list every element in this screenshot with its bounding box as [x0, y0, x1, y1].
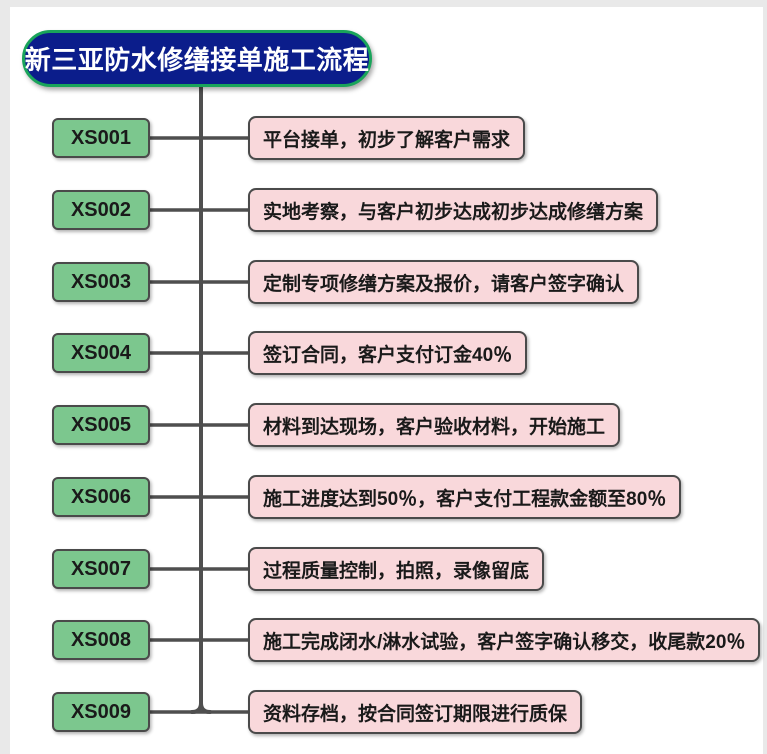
- root-node-title[interactable]: 新三亚防水修缮接单施工流程: [22, 30, 372, 87]
- step-code-label: XS009: [70, 700, 132, 723]
- step-code-node[interactable]: XS006: [52, 477, 150, 517]
- step-desc-label: 材料到达现场，客户验收材料，开始施工: [263, 416, 606, 438]
- step-code-node[interactable]: XS003: [52, 262, 150, 302]
- step-desc-label: 平台接单，初步了解客户需求: [263, 129, 511, 151]
- step-code-label: XS001: [70, 126, 132, 149]
- step-desc-node[interactable]: 施工完成闭水/淋水试验，客户签字确认移交，收尾款20％: [248, 618, 761, 662]
- step-code-node[interactable]: XS001: [52, 118, 150, 158]
- step-desc-node[interactable]: 签订合同，客户支付订金40％: [248, 331, 528, 375]
- step-code-node[interactable]: XS005: [52, 405, 150, 445]
- step-desc-label: 资料存档，按合同签订期限进行质保: [263, 703, 568, 725]
- step-code-label: XS006: [70, 485, 132, 508]
- step-desc-label: 过程质量控制，拍照，录像留底: [263, 560, 530, 582]
- step-desc-node[interactable]: 施工进度达到50％，客户支付工程款金额至80％: [248, 475, 682, 519]
- step-desc-label: 实地考察，与客户初步达成初步达成修缮方案: [263, 201, 644, 223]
- step-desc-node[interactable]: 实地考察，与客户初步达成初步达成修缮方案: [248, 188, 659, 232]
- step-desc-label: 定制专项修缮方案及报价，请客户签字确认: [263, 273, 625, 295]
- step-desc-node[interactable]: 平台接单，初步了解客户需求: [248, 116, 526, 160]
- step-code-node[interactable]: XS008: [52, 620, 150, 660]
- step-desc-node[interactable]: 过程质量控制，拍照，录像留底: [248, 547, 545, 591]
- step-code-node[interactable]: XS004: [52, 333, 150, 373]
- step-code-label: XS008: [70, 628, 132, 651]
- step-code-label: XS007: [70, 557, 132, 580]
- step-desc-label: 施工进度达到50％，客户支付工程款金额至80％: [263, 488, 667, 510]
- step-desc-label: 签订合同，客户支付订金40％: [263, 344, 513, 366]
- step-code-label: XS003: [70, 270, 132, 293]
- step-code-node[interactable]: XS007: [52, 549, 150, 589]
- step-code-node[interactable]: XS009: [52, 692, 150, 732]
- step-desc-node[interactable]: 资料存档，按合同签订期限进行质保: [248, 690, 583, 734]
- step-code-label: XS002: [70, 198, 132, 221]
- step-code-node[interactable]: XS002: [52, 190, 150, 230]
- root-node-label: 新三亚防水修缮接单施工流程: [24, 45, 370, 75]
- step-desc-label: 施工完成闭水/淋水试验，客户签字确认移交，收尾款20％: [263, 631, 746, 653]
- step-code-label: XS005: [70, 413, 132, 436]
- step-desc-node[interactable]: 定制专项修缮方案及报价，请客户签字确认: [248, 260, 640, 304]
- step-code-label: XS004: [70, 341, 132, 364]
- step-desc-node[interactable]: 材料到达现场，客户验收材料，开始施工: [248, 403, 621, 447]
